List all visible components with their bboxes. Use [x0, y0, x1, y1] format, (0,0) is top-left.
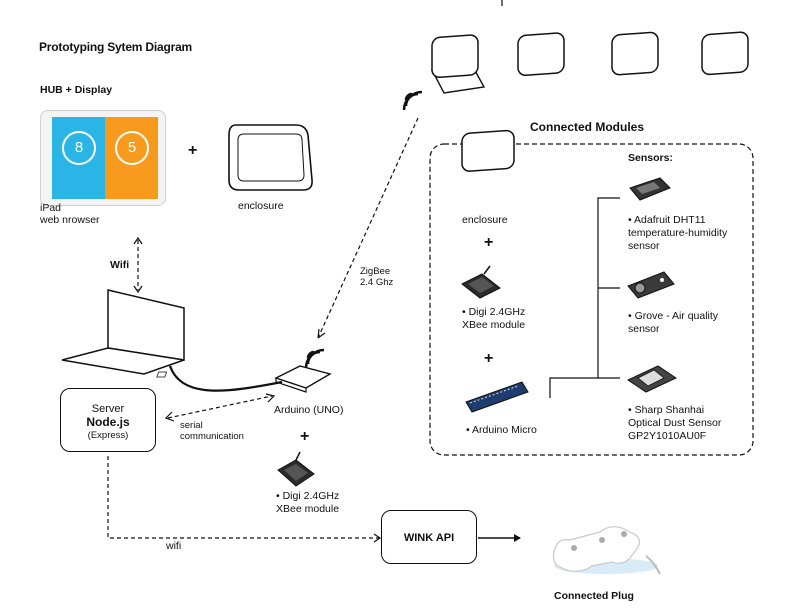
sensor3-line2: Optical Dust Sensor	[628, 417, 722, 429]
server-line-3: (Express)	[87, 430, 129, 441]
wifi-label-bottom: wifi	[166, 540, 182, 552]
ipad-device: 8 5	[40, 110, 166, 206]
module-enclosure-4	[701, 31, 749, 76]
tile-blue: 8	[52, 117, 105, 199]
connected-plug-icon	[552, 526, 661, 575]
module-xbee-label-1: • Digi 2.4GHz	[462, 306, 526, 318]
server-box: Server Node.js (Express)	[60, 388, 156, 452]
module-xbee-label-2: XBee module	[462, 319, 526, 331]
sharp-dust-sensor-icon	[626, 365, 678, 393]
sensor2-line1: • Grove - Air quality	[628, 310, 719, 322]
connected-plug-label: Connected Plug	[554, 590, 634, 602]
grove-air-sensor-icon	[627, 271, 675, 299]
server-line-1: Server	[91, 403, 125, 415]
module-enclosure-inner	[461, 129, 515, 172]
sensor1-line3: sensor	[628, 240, 660, 252]
connected-modules-heading: Connected Modules	[530, 120, 645, 134]
arduino-uno-label: Arduino (UNO)	[274, 404, 344, 416]
sensor3-line3: GP2Y1010AU0F	[628, 430, 707, 442]
sensors-heading: Sensors:	[628, 152, 673, 164]
sensor2-line2: sensor	[628, 323, 660, 335]
sensor1-line2: temperature-humidity	[628, 227, 728, 239]
laptop	[61, 289, 185, 375]
ipad-screen: 8 5	[52, 117, 158, 199]
serial-label-2: communication	[180, 431, 244, 442]
arduino-xbee-label-2: XBee module	[276, 503, 340, 515]
dht11-sensor-icon	[629, 177, 671, 201]
module-enclosure-3	[611, 31, 659, 76]
zigbee-label-1: ZigBee	[360, 266, 391, 277]
sensor1-line1: • Adafruit DHT11	[628, 214, 706, 226]
module-enclosure-label: enclosure	[462, 214, 508, 226]
arduino-micro-label: • Arduino Micro	[466, 424, 537, 436]
arduino-uno-board	[156, 365, 332, 393]
hub-enclosure	[228, 124, 313, 191]
module-plus-1: +	[484, 234, 494, 251]
ipad-label-2: web nrowser	[40, 214, 100, 226]
wifi-signal-icon-arduino	[304, 348, 325, 369]
tile-left-value: 8	[62, 131, 96, 165]
hub-heading: HUB + Display	[40, 84, 113, 96]
server-line-2: Node.js	[86, 415, 130, 429]
zigbee-label-2: 2.4 Ghz	[360, 277, 394, 288]
arduino-micro-board	[465, 381, 529, 413]
serial-label-1: serial	[180, 420, 203, 431]
module-plus-2: +	[484, 350, 494, 367]
sensor3-line1: • Sharp Shanhai	[628, 404, 705, 416]
connected-modules-container	[429, 143, 754, 456]
page-title: Prototyping Sytem Diagram	[39, 40, 193, 54]
tile-right-value: 5	[115, 131, 149, 165]
xbee-module-icon-bottom	[277, 451, 315, 487]
serial-link	[167, 395, 273, 419]
arduino-xbee-label-1: • Digi 2.4GHz	[276, 490, 340, 502]
sensor-bracket	[549, 197, 620, 398]
xbee-module-icon-inner	[461, 265, 501, 299]
module-enclosure-1	[430, 34, 486, 94]
wifi-signal-icon-top	[402, 90, 423, 111]
module-enclosure-2	[517, 32, 565, 76]
hub-enclosure-label: enclosure	[238, 200, 284, 212]
arduino-plus: +	[300, 428, 310, 445]
wink-api-box: WINK API	[381, 510, 477, 564]
tile-orange: 5	[105, 117, 158, 199]
usb-cable	[168, 365, 283, 392]
hub-plus: +	[188, 142, 198, 159]
zigbee-link	[317, 117, 419, 339]
wifi-label-top: Wifi	[110, 259, 130, 271]
ipad-label-1: iPad	[40, 202, 62, 214]
